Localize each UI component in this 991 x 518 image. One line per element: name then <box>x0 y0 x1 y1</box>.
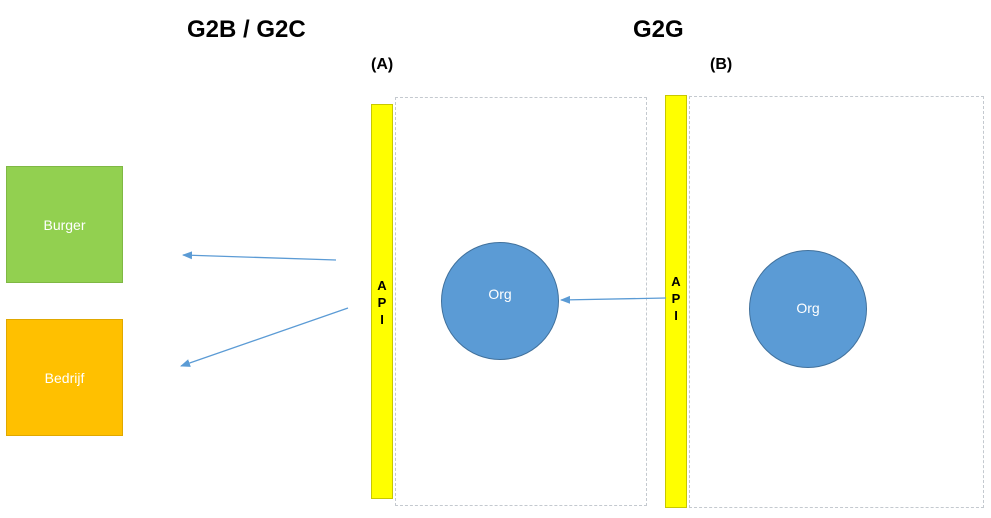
actor-burger-label: Burger <box>43 216 86 233</box>
arrow-api-b-to-org-a <box>560 295 667 304</box>
actor-bedrijf-label: Bedrijf <box>44 369 85 386</box>
api-letter: A <box>671 274 681 289</box>
organization-frame-b <box>689 96 984 508</box>
org-circle-a: Org <box>441 242 559 360</box>
api-bar-b: A P I <box>665 95 687 508</box>
api-bar-a: A P I <box>371 104 393 499</box>
arrow-api-to-bedrijf <box>180 307 349 367</box>
api-letter: I <box>380 312 384 327</box>
org-circle-b: Org <box>749 250 867 368</box>
api-letter: A <box>377 278 387 293</box>
api-letter: P <box>671 291 681 306</box>
arrow-api-to-burger <box>182 251 337 261</box>
org-b-label: Org <box>796 300 820 316</box>
organization-frame-a <box>395 97 647 506</box>
heading-g2g: G2G <box>633 16 684 43</box>
api-letter: P <box>377 295 387 310</box>
section-label-a: (A) <box>371 56 394 73</box>
actor-bedrijf-box: Bedrijf <box>6 319 123 436</box>
api-letter: I <box>674 308 678 323</box>
org-a-label: Org <box>488 286 512 302</box>
actor-burger-box: Burger <box>6 166 123 283</box>
section-label-b: (B) <box>710 56 733 73</box>
heading-g2b-g2c: G2B / G2C <box>187 16 306 43</box>
